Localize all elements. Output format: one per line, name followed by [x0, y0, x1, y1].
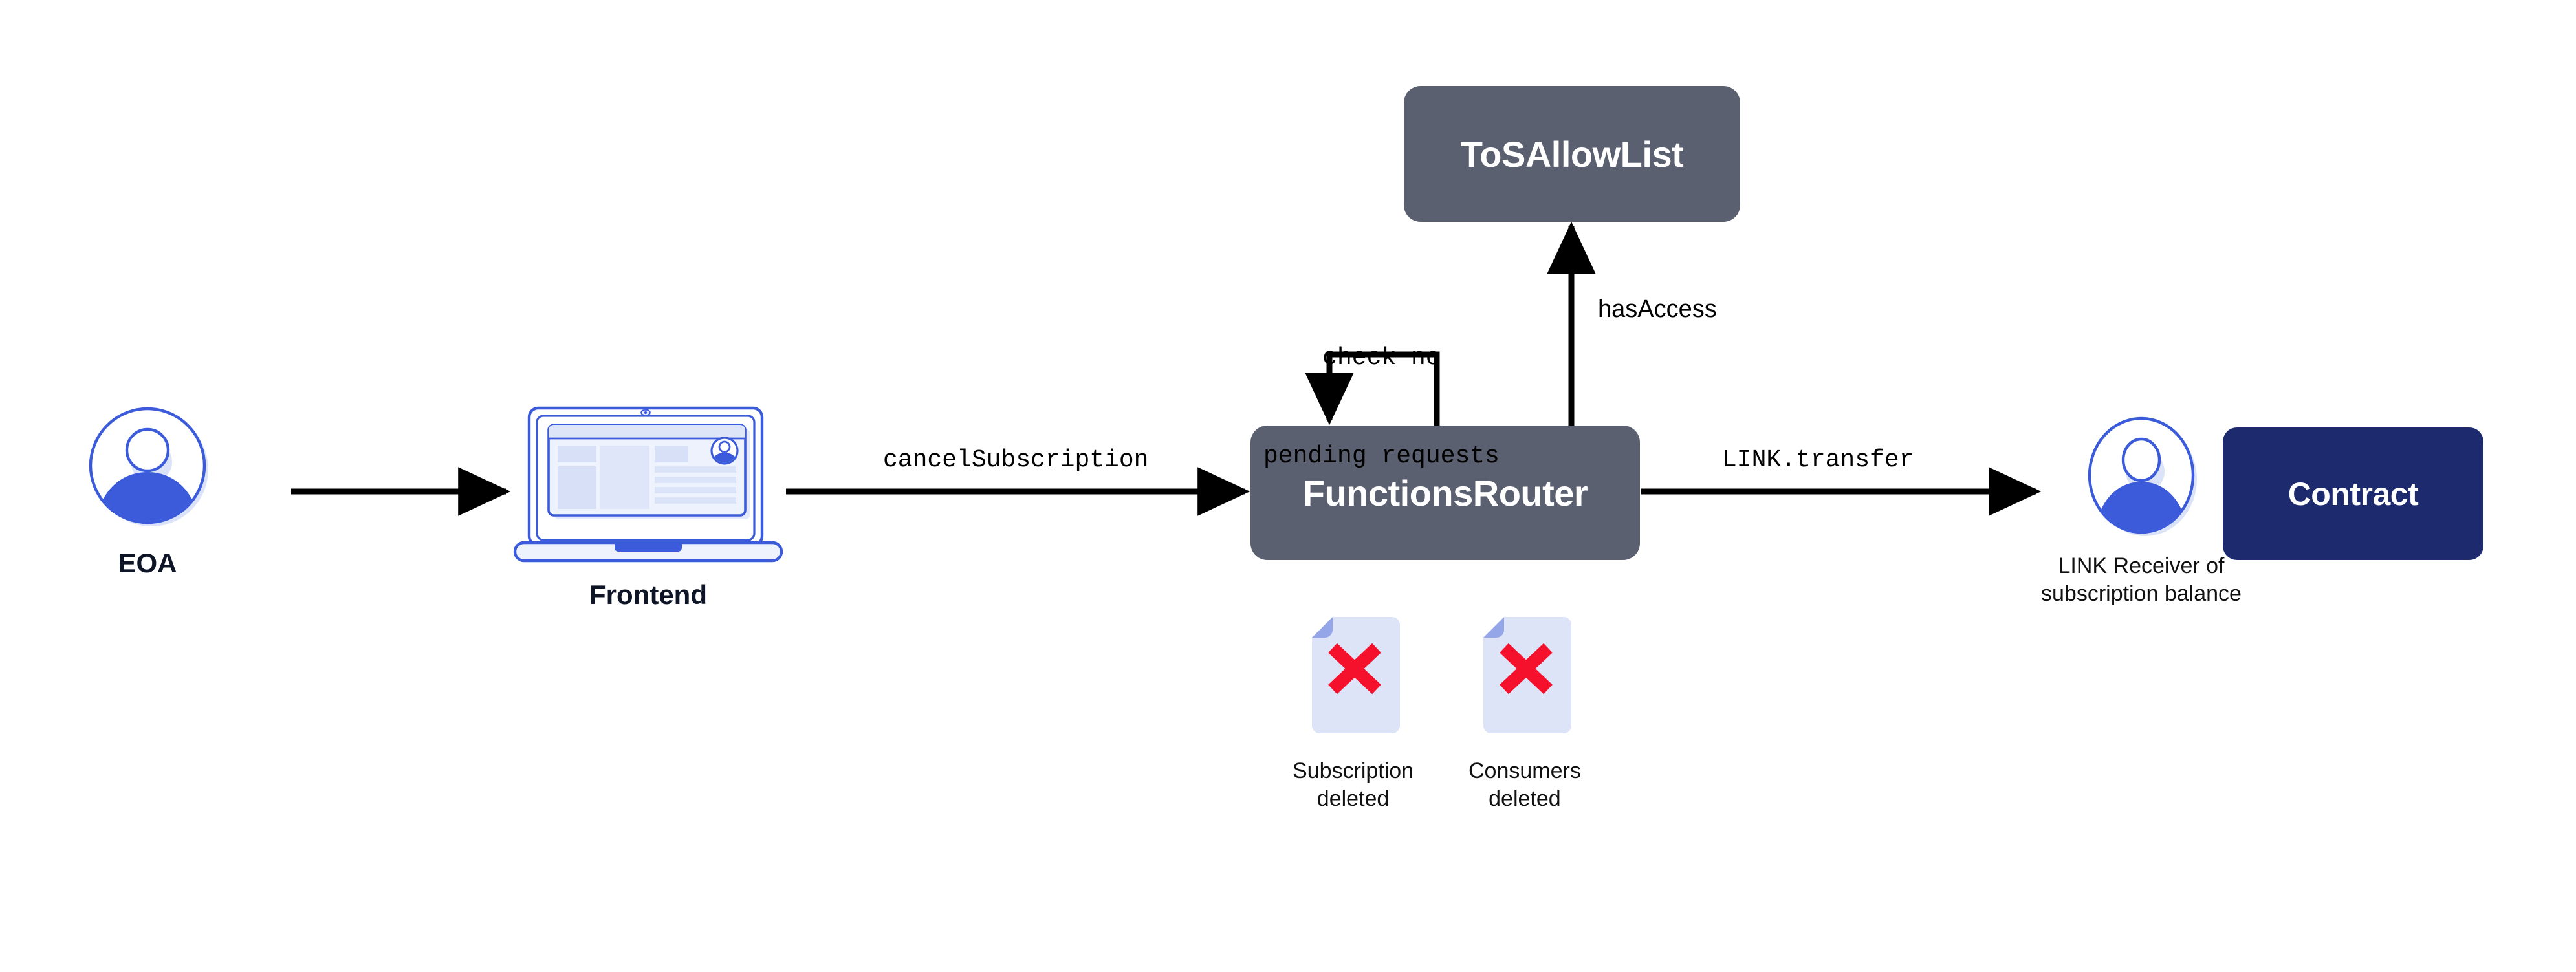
node-frontend-label: Frontend: [589, 579, 707, 610]
artifact-caption-line2: deleted: [1316, 786, 1390, 811]
node-link-receiver-caption-line2: subscription balance: [2041, 581, 2242, 606]
edge-label-line1: check no: [1322, 344, 1441, 373]
artifact-subscription-deleted: Subscription deleted: [1293, 614, 1414, 812]
node-eoa: EOA: [83, 401, 212, 579]
x-mark-icon: [1327, 643, 1381, 695]
node-functions-router-label: FunctionsRouter: [1302, 472, 1588, 513]
edge-label-line2: pending requests: [1263, 442, 1500, 470]
document-deleted-icon: [1302, 614, 1405, 740]
node-contract-label: Contract: [2287, 475, 2419, 512]
edge-label-check-no-pending-requests: check no pending requests: [1263, 277, 1500, 538]
user-avatar-icon: [83, 401, 212, 534]
artifact-consumers-deleted: Consumers deleted: [1468, 614, 1581, 812]
x-mark-icon: [1500, 643, 1553, 695]
node-tos-allow-list-label: ToSAllowList: [1460, 133, 1684, 175]
artifact-subscription-deleted-caption: Subscription deleted: [1293, 757, 1414, 812]
user-avatar-icon: [2083, 411, 2199, 543]
artifact-caption-line1: Consumers: [1468, 759, 1581, 783]
edge-label-link-transfer: LINK.transfer: [1722, 446, 1914, 474]
edge-label-has-access: hasAccess: [1598, 296, 1717, 323]
node-frontend: Frontend: [511, 398, 785, 610]
node-link-receiver-caption: LINK Receiver of subscription balance: [2041, 552, 2242, 607]
laptop-icon: [511, 398, 785, 569]
artifact-consumers-deleted-caption: Consumers deleted: [1468, 757, 1581, 812]
node-link-receiver: LINK Receiver of subscription balance: [2041, 411, 2242, 607]
artifact-caption-line1: Subscription: [1293, 759, 1414, 783]
node-eoa-label: EOA: [118, 548, 177, 578]
node-link-receiver-caption-line1: LINK Receiver of: [2058, 554, 2225, 578]
edge-label-cancel-subscription: cancelSubscription: [883, 446, 1149, 474]
document-deleted-icon: [1473, 614, 1577, 740]
node-tos-allow-list[interactable]: ToSAllowList: [1404, 86, 1740, 222]
node-contract[interactable]: Contract: [2223, 427, 2483, 560]
artifact-caption-line2: deleted: [1489, 786, 1561, 811]
node-functions-router[interactable]: FunctionsRouter: [1250, 426, 1640, 560]
